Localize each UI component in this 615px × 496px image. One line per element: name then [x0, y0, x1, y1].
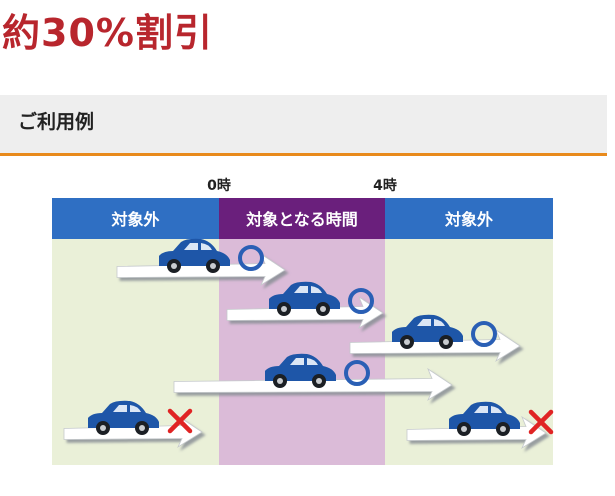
trip-example [116, 238, 286, 287]
discount-circle-icon [238, 245, 264, 271]
car-icon [265, 353, 336, 388]
time-span-arrow [226, 295, 384, 330]
car-icon [392, 314, 463, 349]
car-icon [269, 281, 340, 316]
section-header: ご利用例 [0, 95, 607, 156]
trip-example [226, 281, 384, 330]
trip-example [406, 401, 554, 450]
discount-circle-icon [344, 360, 370, 386]
column-header [52, 198, 219, 239]
trip-example [63, 400, 203, 449]
time-boundary-label: 0時 [207, 177, 231, 194]
discount-circle-icon [471, 321, 497, 347]
trip-example [173, 353, 453, 402]
time-boundary-label: 4時 [373, 177, 397, 194]
trip-example [349, 314, 521, 363]
column-header-label: 対象外 [110, 210, 159, 229]
time-span-arrow [349, 328, 521, 363]
time-span-arrow [116, 252, 286, 287]
no-discount-cross-icon [167, 408, 193, 434]
car-icon [159, 238, 230, 273]
column-header-label: 対象外 [444, 210, 493, 229]
section-title: ご利用例 [18, 111, 95, 133]
headline: 約30%割引 [2, 11, 213, 55]
column-header [385, 198, 553, 239]
column-header [219, 198, 385, 239]
discount-circle-icon [348, 288, 374, 314]
car-icon [88, 400, 159, 435]
column-header-label: 対象となる時間 [245, 210, 358, 229]
car-icon [449, 401, 520, 436]
no-discount-cross-icon [528, 409, 554, 435]
time-span-arrow [406, 415, 547, 450]
